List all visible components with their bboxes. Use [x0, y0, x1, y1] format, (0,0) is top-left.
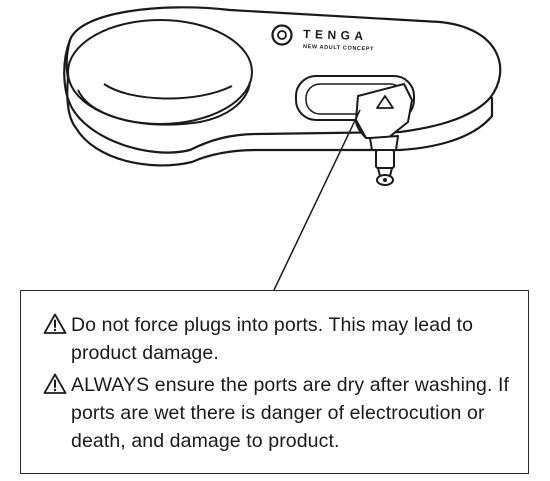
warning-box: Do not force plugs into ports. This may …	[20, 290, 529, 474]
warning-text-line: death, and damage to product.	[71, 430, 340, 452]
ring-opening	[67, 19, 253, 126]
warning-item: Do not force plugs into ports. This may …	[43, 311, 516, 367]
warning-item: ALWAYS ensure the ports are dry after wa…	[43, 371, 516, 455]
brand-logo: TENGA NEW ADULT CONCEPT	[271, 24, 374, 52]
warning-text-line: product damage.	[71, 342, 219, 364]
warning-text-line: ALWAYS ensure the ports are dry after wa…	[71, 374, 510, 396]
charging-plug	[355, 83, 413, 186]
brand-logo-icon	[271, 24, 293, 46]
warning-text-line: ports are wet there is danger of electro…	[71, 402, 485, 424]
brand-tagline: NEW ADULT CONCEPT	[303, 44, 374, 52]
brand-logo-text: TENGA	[303, 27, 368, 43]
callout-leader-line	[273, 109, 361, 291]
warning-triangle-icon	[43, 373, 67, 394]
warning-triangle-icon	[43, 313, 67, 334]
triangle-up-icon	[376, 95, 394, 109]
warning-text-line: Do not force plugs into ports. This may …	[71, 314, 474, 336]
